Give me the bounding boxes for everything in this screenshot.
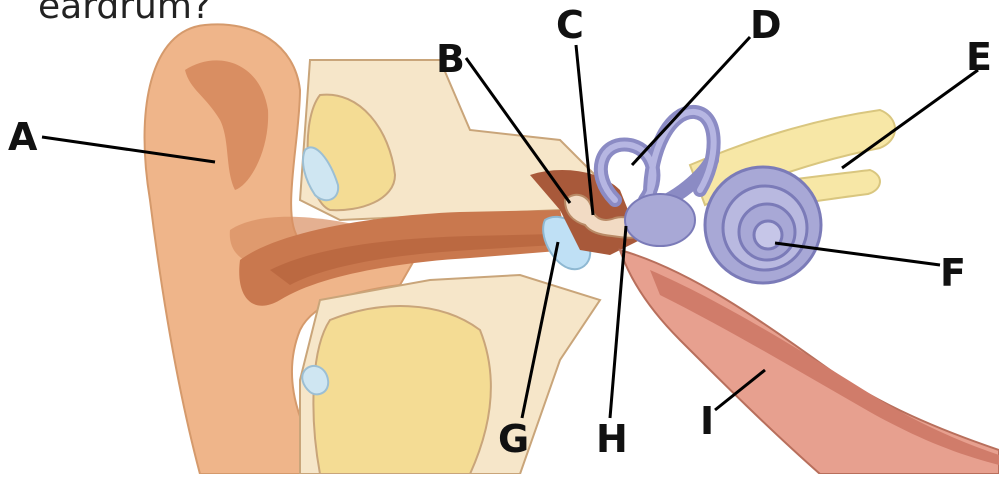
vestibule (625, 194, 695, 246)
label-g: G (498, 420, 529, 458)
label-c: C (556, 6, 584, 44)
label-d: D (750, 6, 782, 44)
question-text: eardrum? (38, 0, 211, 27)
label-f: F (940, 254, 966, 292)
leader-line-d (632, 37, 750, 165)
leader-line-h (610, 226, 626, 418)
label-a: A (8, 118, 37, 156)
label-b: B (436, 40, 465, 78)
cartilage-lower (313, 306, 490, 474)
label-e: E (966, 38, 992, 76)
label-h: H (596, 420, 628, 458)
label-i: I (700, 402, 714, 440)
